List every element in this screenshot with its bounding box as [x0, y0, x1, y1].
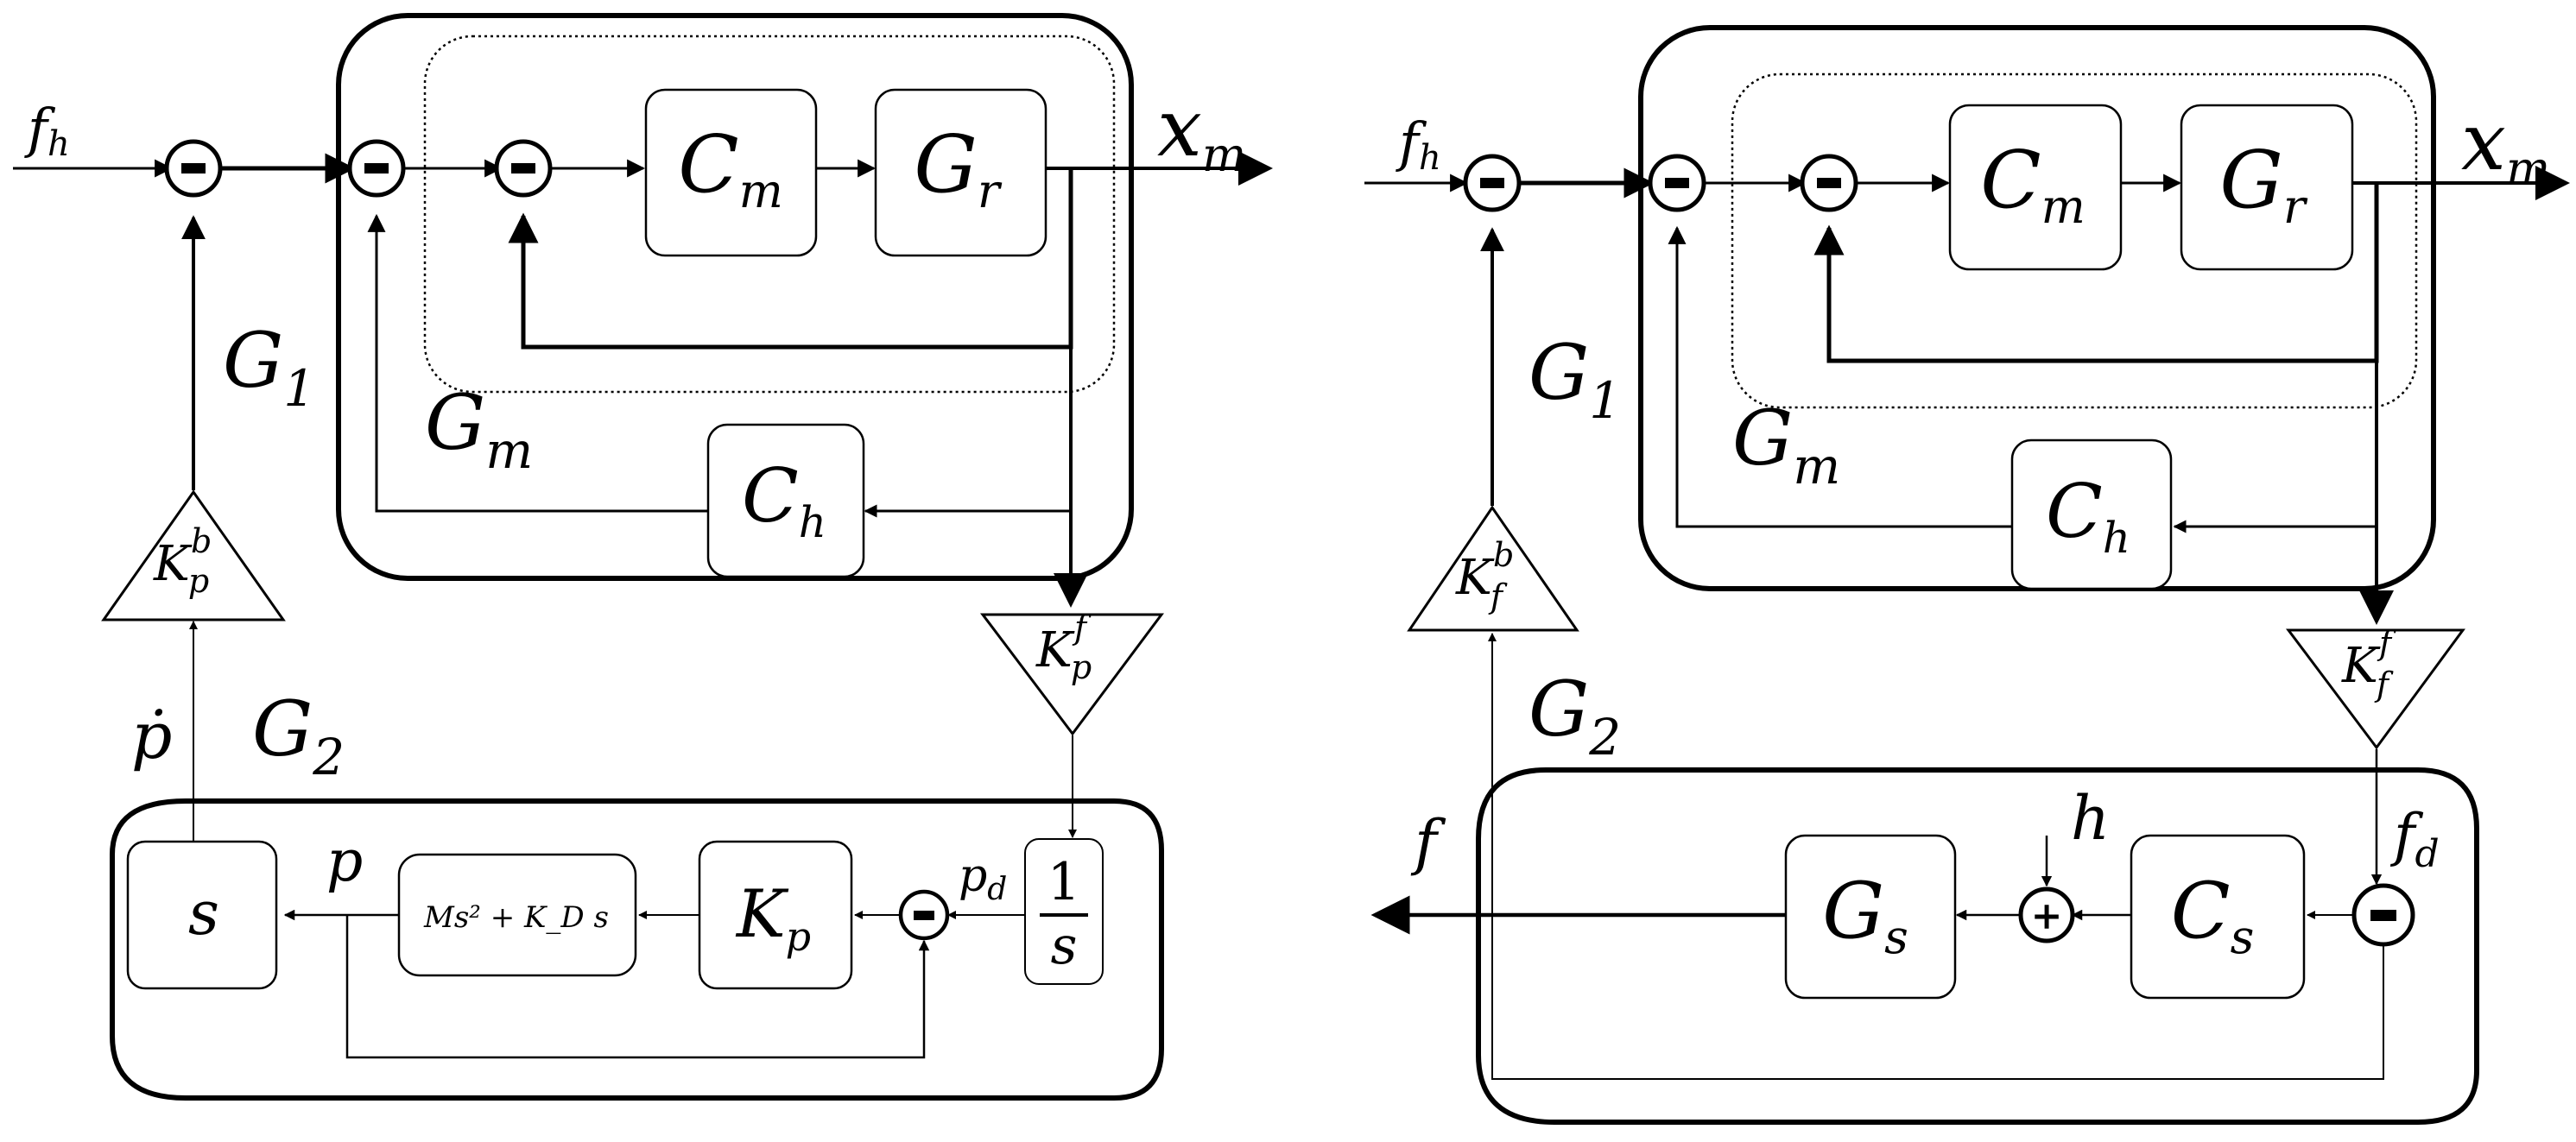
left-integrator-num: 1 — [1047, 852, 1080, 912]
right-gr-block — [2180, 104, 2354, 271]
right-output-label: xm — [2461, 96, 2550, 196]
right-cm-block — [1948, 104, 2123, 271]
left-gm-container — [423, 35, 1116, 394]
right-kfb-sup: b — [1493, 536, 1514, 574]
right-kff-triangle — [2286, 628, 2465, 750]
left-integrator-block — [1024, 838, 1104, 985]
right-input-label: fh — [1396, 110, 1441, 178]
right-gs-label: Gs — [1822, 866, 1908, 964]
left-kp-label: Kp — [735, 875, 811, 960]
left-output-label: xm — [1157, 82, 1246, 182]
left-sum-junction-4 — [898, 889, 950, 941]
right-sum-junction-4 — [2351, 883, 2415, 947]
right-plus-junction: + — [2018, 886, 2075, 943]
left-kpb-triangle — [101, 489, 286, 621]
right-cs-label: Cs — [2171, 866, 2255, 964]
right-plus-sign: + — [2031, 894, 2063, 938]
left-dynamics-label: Ms² + K_D s — [423, 900, 609, 935]
left-gr-block — [874, 88, 1047, 257]
left-integrator-den: s — [1051, 916, 1078, 976]
right-h-label: h — [2071, 783, 2110, 854]
right-kff-label: Kf — [2341, 638, 2394, 703]
right-cm-label: Cm — [1980, 134, 2085, 234]
right-ch-label: Ch — [2046, 469, 2130, 563]
left-gm-label: Gm — [425, 378, 533, 480]
left-g1-label: G1 — [223, 316, 315, 418]
right-sum-junction-2 — [1648, 154, 1706, 212]
right-g2-container — [1476, 767, 2479, 1125]
left-pdot-label: ṗ — [131, 699, 172, 773]
left-g1-container — [336, 13, 1134, 581]
right-g1-label: G1 — [1529, 328, 1621, 430]
right-diagram: Cm Gr Ch xm fh G1 Gm G2 Kf b Kf f fd — [1364, 25, 2570, 1125]
right-ch-block — [2010, 439, 2173, 590]
left-gr-label: Gr — [914, 118, 1003, 218]
left-diagram: Cm Gr Ch xm fh G1 Gm G2 Kp b Kp f ṗ 1 s … — [13, 13, 1273, 1101]
left-s-block — [126, 840, 278, 990]
left-cm-label: Cm — [678, 118, 783, 218]
left-ch-label: Ch — [742, 453, 826, 547]
left-g2-label: G2 — [252, 685, 345, 786]
left-kpf-triangle — [979, 613, 1164, 736]
right-gm-label: Gm — [1732, 394, 1840, 495]
right-gr-label: Gr — [2219, 134, 2308, 234]
left-sum-junction-2 — [347, 139, 406, 198]
right-cs-block — [2130, 834, 2306, 1000]
left-kpb-label: Kp — [153, 536, 209, 600]
right-sum-junction-3 — [1800, 154, 1858, 212]
left-s-label: s — [188, 878, 219, 949]
left-kpb-sup: b — [191, 522, 212, 560]
right-sum-junction-1 — [1463, 154, 1522, 212]
left-g2-container — [110, 798, 1164, 1101]
left-kpf-label: Kp — [1035, 622, 1092, 686]
right-f-label: f — [1410, 807, 1446, 878]
left-sum-junction-3 — [494, 139, 553, 198]
right-gm-container — [1731, 73, 2418, 409]
left-ch-block — [706, 423, 865, 578]
left-p-label: p — [326, 828, 363, 894]
right-g2-label: G2 — [1529, 665, 1621, 767]
left-input-label: fh — [24, 97, 70, 164]
left-cm-block — [644, 88, 818, 257]
left-pd-label: pd — [959, 850, 1007, 907]
right-fd-label: fd — [2389, 802, 2440, 876]
left-sum-junction-1 — [164, 139, 223, 198]
right-kfb-triangle — [1407, 505, 1579, 632]
